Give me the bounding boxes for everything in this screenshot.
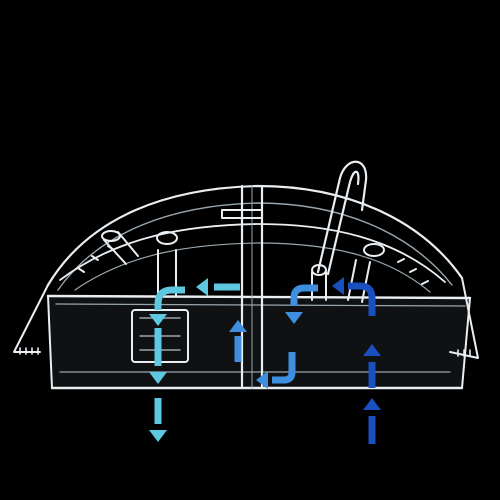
flow-arrow-head [149, 372, 167, 384]
left-wing-teeth [19, 347, 39, 355]
flow-arrow-shaft [154, 286, 185, 310]
flow-arrow-return-down-mid [149, 328, 167, 384]
flow-arrow-divider-left [196, 278, 240, 296]
flow-arrow-center-rise [229, 320, 247, 362]
flow-arrow-head [363, 398, 381, 410]
flow-arrow-return-down-outflow [149, 398, 167, 442]
flow-arrow-intake-curve-left [332, 277, 376, 316]
flow-arrow-head [332, 277, 344, 295]
right-mounting-post [347, 243, 385, 303]
flow-arrow-head [256, 371, 268, 389]
flow-arrow-shaft [272, 352, 296, 384]
flow-arrow-shaft [348, 282, 376, 316]
flow-arrow-head [196, 278, 208, 296]
acrylic-filter-box [13, 160, 479, 390]
flow-arrow-bottom-turn-left [256, 352, 296, 389]
flow-arrow-head [149, 314, 167, 326]
flow-arrow-intake-rise-mid [363, 344, 381, 388]
flow-arrow-head [363, 344, 381, 356]
flow-arrow-head [229, 320, 247, 332]
flow-arrow-head [285, 312, 303, 324]
j-hook-tube [316, 160, 368, 276]
flow-arrow-intake-rise-inflow [363, 398, 381, 444]
flow-arrows [149, 277, 381, 444]
flow-arrow-head [149, 430, 167, 442]
rim-notches [77, 245, 429, 285]
left-intake-tube [101, 230, 139, 265]
flow-arrow-chamber-curve-down [285, 284, 318, 324]
flow-arrow-shaft [290, 284, 318, 306]
flow-arrow-return-curve-left [149, 286, 185, 326]
